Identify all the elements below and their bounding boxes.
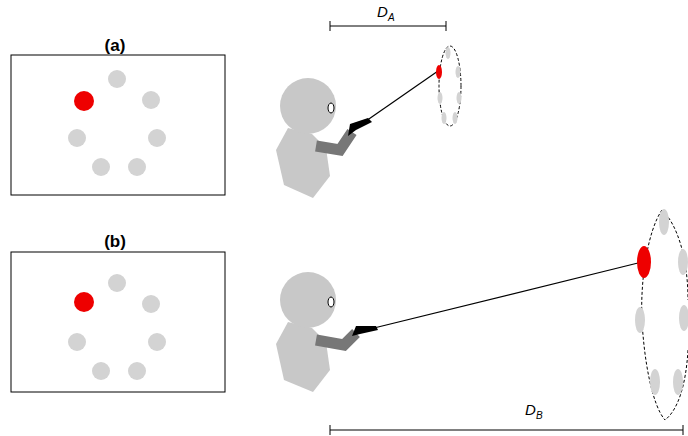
distance-subscript: B (536, 411, 543, 421)
pointer-ray (374, 263, 638, 328)
target-ring-outline (642, 210, 688, 420)
person-figure (276, 78, 372, 198)
target-ring (68, 274, 166, 380)
active-target (74, 292, 94, 312)
active-target (74, 91, 94, 111)
distance-symbol: D (377, 4, 388, 19)
screen-frame (11, 252, 225, 392)
active-target (436, 65, 442, 79)
panel-label: (b) (104, 233, 126, 250)
distance-subscript: A (388, 13, 395, 23)
person-figure (276, 272, 378, 392)
target-ring (635, 209, 688, 395)
active-target (637, 246, 651, 278)
target-ring-outline (439, 46, 461, 126)
screen-frame (11, 55, 225, 195)
distance-symbol: D (525, 402, 536, 417)
panel-label: (a) (105, 37, 126, 54)
target-ring (438, 47, 462, 124)
dimension-line (330, 425, 683, 435)
target-ring (68, 70, 166, 176)
pointer-ray (366, 71, 438, 121)
